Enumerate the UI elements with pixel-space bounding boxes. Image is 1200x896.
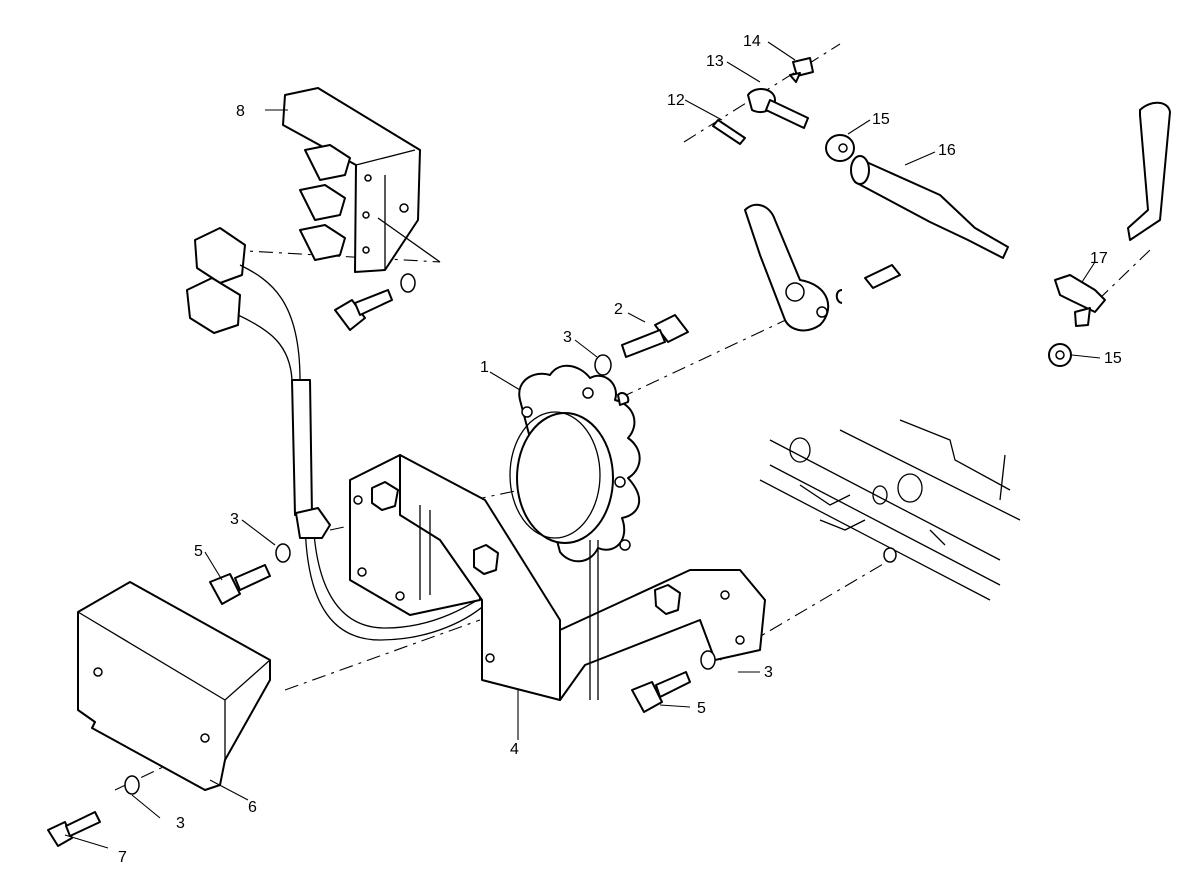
callout-17: 17 — [1090, 250, 1108, 267]
relay-holder-bolt — [334, 273, 416, 331]
callout-1: 1 — [480, 359, 489, 376]
bushing-part-15 — [825, 134, 855, 162]
callout-3-left: 3 — [230, 511, 239, 528]
bolt-part-7 — [47, 775, 140, 847]
bolt-part-5-left — [209, 543, 291, 605]
callout-16: 16 — [938, 142, 956, 159]
callout-5-right: 5 — [697, 700, 706, 717]
flange-part-1 — [509, 364, 641, 563]
callout-15-nut: 15 — [1104, 350, 1122, 367]
link-parts-12-14 — [712, 57, 814, 145]
callout-6: 6 — [248, 799, 257, 816]
bracket-part-4 — [349, 454, 766, 701]
callout-labels: 1 2 3 3 3 3 4 5 5 6 7 8 12 13 14 15 15 1… — [118, 33, 1122, 866]
lever-part-17 — [1048, 101, 1171, 367]
callout-3-flange: 3 — [563, 329, 572, 346]
callout-14: 14 — [743, 33, 761, 50]
callout-13: 13 — [706, 53, 724, 70]
callout-8: 8 — [236, 103, 245, 120]
wire-harness — [186, 227, 521, 641]
callout-12: 12 — [667, 92, 685, 109]
relay-holder-part-8 — [265, 87, 441, 273]
callout-3-bottom: 3 — [176, 815, 185, 832]
lever-plate — [744, 203, 901, 332]
cover-part-6 — [77, 581, 271, 791]
bolt-part-2 — [594, 314, 689, 376]
callout-7: 7 — [118, 849, 127, 866]
callout-15-bushing: 15 — [872, 111, 890, 128]
engine-block-outline — [759, 419, 1021, 601]
callout-2: 2 — [614, 301, 623, 318]
callout-3-right: 3 — [764, 664, 773, 681]
rod-part-16 — [850, 155, 1009, 259]
bolt-part-5-right — [631, 650, 716, 713]
leader-lines — [64, 41, 1101, 849]
callout-5-left: 5 — [194, 543, 203, 560]
callout-4: 4 — [510, 741, 519, 758]
